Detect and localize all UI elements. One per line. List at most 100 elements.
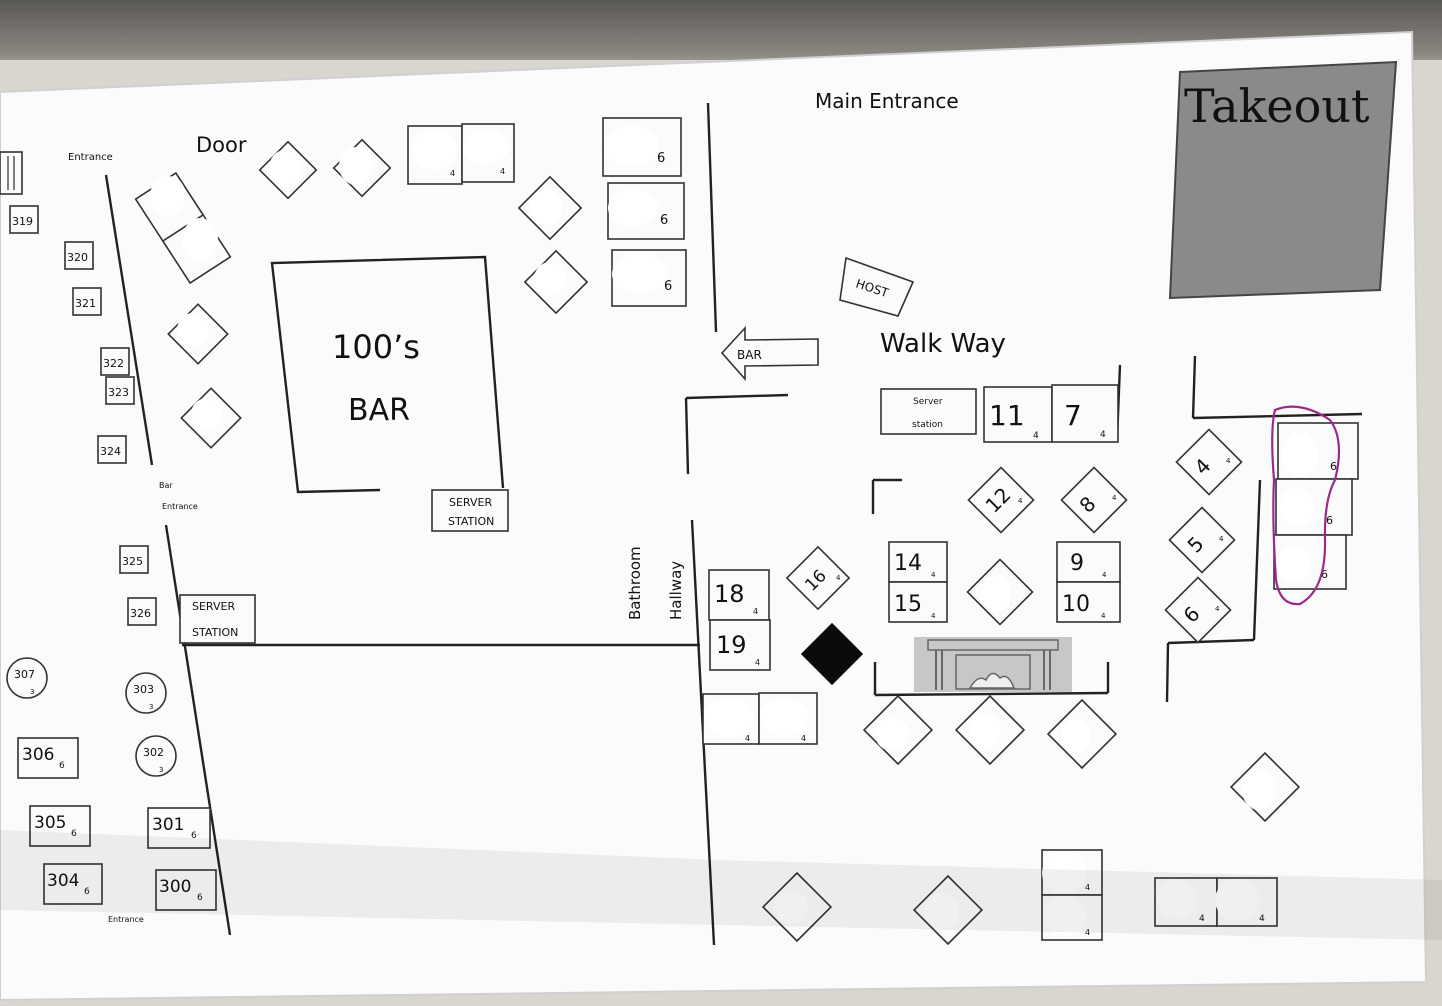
hallway-label: Hallway (667, 561, 685, 620)
table-4-capacity: 4 (1226, 457, 1231, 465)
table-300-capacity: 6 (197, 893, 203, 903)
table-11[interactable]: 114 (989, 399, 1039, 441)
table-capacity: 4 (801, 734, 806, 743)
bar-seat-324[interactable]: 324 (97, 435, 127, 464)
table-304-number: 304 (47, 871, 79, 891)
bar-seat-326[interactable]: 326 (127, 597, 157, 626)
walk-way-label: Walk Way (880, 329, 1006, 359)
bar-seat-320[interactable]: 320 (64, 241, 94, 270)
bar-direction-arrow: BAR (720, 325, 819, 382)
table-306-capacity: 6 (59, 761, 65, 771)
server-station-left-label-1: SERVER (192, 600, 235, 613)
stacked-table-covered[interactable]: 44 (1041, 849, 1103, 941)
table-300[interactable]: 300 6 (155, 869, 217, 911)
bar-seat-319[interactable]: 319 (9, 205, 39, 234)
angled-double-table-covered[interactable] (134, 171, 232, 285)
bar-seat-323[interactable]: 323 (105, 376, 135, 405)
table-6-right-1[interactable]: 6 (1277, 422, 1359, 480)
table-19[interactable]: 194 (709, 619, 771, 671)
diamond-table-covered[interactable] (517, 175, 583, 241)
bar-title-line2: BAR (348, 393, 410, 428)
server-station-walkway: Server station (880, 388, 977, 435)
diamond-table-covered[interactable] (761, 871, 833, 943)
table-11-capacity: 4 (1033, 431, 1039, 441)
diamond-table-covered[interactable] (258, 140, 318, 200)
table-307-number: 307 (14, 668, 35, 681)
table-18-number: 18 (714, 580, 745, 608)
direction-arrow-icon (720, 325, 819, 382)
table-6-right-3[interactable]: 6 (1273, 534, 1347, 590)
diamond-table-covered[interactable] (1046, 698, 1118, 770)
diamond-table-covered[interactable] (180, 387, 242, 449)
bar-seat-322[interactable]: 322 (100, 347, 130, 376)
bar-seat-325[interactable]: 325 (119, 545, 149, 574)
diamond-table-covered[interactable] (966, 558, 1034, 626)
bar-seat-326-number: 326 (130, 607, 151, 620)
takeout-area: Takeout (1168, 60, 1398, 300)
server-station-left-label-2: STATION (192, 626, 238, 639)
diamond-table-covered[interactable] (862, 694, 934, 766)
table-7[interactable]: 74 (1064, 399, 1106, 440)
table-10-number: 10 (1062, 592, 1090, 617)
entrance-top-label: Entrance (68, 152, 113, 163)
table-305-number: 305 (34, 813, 66, 833)
diamond-table-covered[interactable] (332, 138, 392, 198)
table-11-7-block (983, 384, 1119, 443)
diamond-table-covered[interactable] (167, 303, 229, 365)
table-6-top-2[interactable]: 6 (607, 182, 685, 240)
diamond-table-covered[interactable] (1229, 751, 1301, 823)
table-301-capacity: 6 (191, 831, 197, 841)
takeout-label: Takeout (1184, 79, 1370, 133)
bar-seat-320-number: 320 (67, 251, 88, 264)
table-6-top-3[interactable]: 6 (611, 249, 687, 307)
table-15-number: 15 (894, 592, 922, 617)
bar-seat-323-number: 323 (108, 386, 129, 399)
diamond-table-covered[interactable] (954, 694, 1026, 766)
server-station-walkway-label-1: Server (913, 397, 943, 407)
table-capacity: 4 (1259, 914, 1265, 924)
table-6-top-1[interactable]: 6 (602, 117, 682, 177)
table-18-capacity: 4 (753, 607, 758, 616)
diamond-table-covered[interactable] (523, 249, 589, 315)
bar-seat-324-number: 324 (100, 445, 121, 458)
blocked-table-marker (800, 622, 864, 686)
table-300-number: 300 (159, 877, 191, 897)
bar-arrow-label: BAR (737, 348, 762, 362)
walls (104, 102, 1363, 946)
server-station-left: SERVER STATION (179, 594, 256, 644)
table-capacity: 6 (1321, 568, 1328, 581)
door-label: Door (196, 133, 247, 157)
bar-seat-319-number: 319 (12, 215, 33, 228)
bar-entrance-label-1: Bar (159, 481, 173, 490)
fireplace-icon (914, 637, 1072, 692)
bar-seat-325-number: 325 (122, 555, 143, 568)
server-station-walkway-label-2: station (912, 420, 943, 430)
table-capacity: 4 (450, 169, 455, 178)
table-8-capacity: 4 (1112, 494, 1117, 502)
table-6-right-2[interactable]: 6 (1275, 478, 1353, 536)
table-18[interactable]: 18 4 (708, 569, 770, 621)
table-303-number: 303 (133, 683, 154, 696)
diamond-table-covered[interactable] (912, 874, 984, 946)
bar-seat-321[interactable]: 321 (72, 287, 102, 316)
